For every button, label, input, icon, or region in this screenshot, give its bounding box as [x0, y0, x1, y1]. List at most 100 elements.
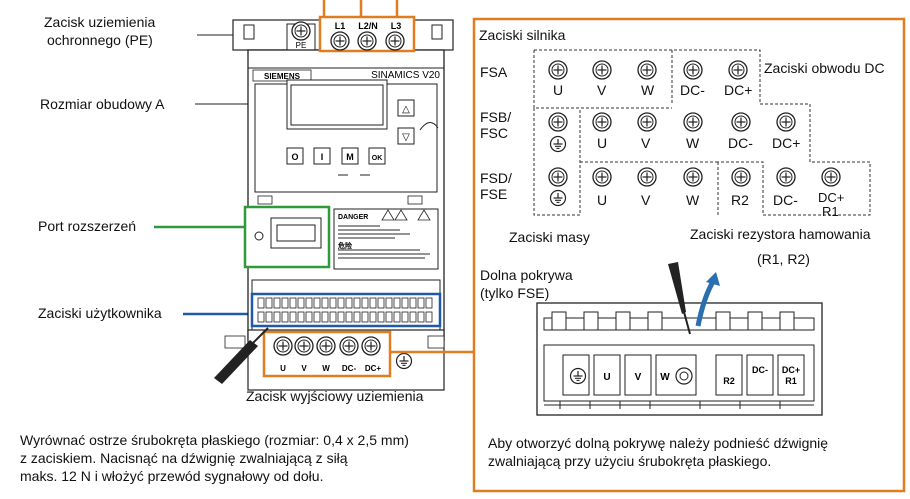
user-terminal-pin — [265, 311, 273, 323]
user-terminal-pin — [313, 297, 321, 309]
bottom-cover-drawing: U V W R2 DC- DC+ R1 — [536, 262, 823, 416]
user-terminal-pin — [321, 311, 329, 323]
user-terminal-pin — [377, 297, 385, 309]
instruction-left-line3: maks. 12 N i włożyć przewód sygnałowy od… — [20, 468, 324, 484]
user-terminal-pin — [329, 311, 337, 323]
fsd-term-dcp: DC+ — [818, 190, 845, 205]
fsb-term-dcp: DC+ — [772, 135, 801, 151]
user-terminal-pin — [377, 311, 385, 323]
row-label-fsb: FSB/ — [480, 109, 512, 125]
instruction-right-line2: zwalniającą przy użyciu śrubokręta płask… — [488, 453, 772, 469]
fsb-term-v: V — [641, 135, 651, 151]
user-terminal-pin — [313, 311, 321, 323]
cover-term-dcp: DC+ — [782, 365, 800, 375]
user-terminal-pin — [297, 297, 305, 309]
user-terminal-pin — [297, 311, 305, 323]
fsa-term-w: W — [641, 82, 655, 98]
fsa-term-dcp: DC+ — [724, 82, 753, 98]
user-terminal-pin — [401, 311, 409, 323]
motor-terminals-title: Zaciski silnika — [479, 27, 566, 43]
user-terminal-pin — [425, 311, 433, 323]
user-terminals-label: Zaciski użytkownika — [38, 305, 162, 321]
inverter-device: PE SIEMENS SINAMICS V20 △ ▽ O I M OK — [214, 19, 454, 391]
user-terminal-pin — [361, 311, 369, 323]
key-m: M — [346, 152, 354, 162]
cover-term-u: U — [603, 372, 610, 383]
fsb-term-dcm: DC- — [728, 135, 753, 151]
user-terminal-pin — [393, 297, 401, 309]
instruction-right-line1: Aby otworzyć dolną pokrywę należy podnie… — [488, 435, 829, 451]
fsd-term-v: V — [641, 192, 651, 208]
user-terminal-pin — [305, 297, 313, 309]
brand-text: SIEMENS — [264, 72, 301, 81]
mains-l3: L3 — [391, 21, 402, 31]
user-terminal-pin — [257, 311, 265, 323]
user-terminal-strip — [257, 297, 433, 323]
user-terminal-pin — [337, 311, 345, 323]
fsd-term-w: W — [686, 192, 700, 208]
key-i: I — [321, 152, 324, 162]
ground-terminals-label: Zaciski masy — [509, 229, 590, 245]
user-terminal-pin — [281, 297, 289, 309]
pe-mark: PE — [296, 41, 307, 50]
cover-term-dcm: DC- — [752, 365, 768, 375]
cover-term-v: V — [635, 372, 642, 383]
user-terminal-pin — [353, 311, 361, 323]
fsa-term-dcm: DC- — [680, 82, 705, 98]
svg-text:▽: ▽ — [402, 132, 410, 143]
user-terminal-pin — [409, 311, 417, 323]
user-terminal-pin — [281, 311, 289, 323]
bottom-cover-label-line1: Dolna pokrywa — [480, 267, 573, 283]
instruction-left-line2: z zaciskiem. Nacisnąć na dźwignię zwalni… — [20, 450, 348, 466]
screwdriver-right-icon — [668, 262, 686, 314]
pe-label-line2: ochronnego (PE) — [47, 32, 153, 48]
fsd-term-r1: R1 — [822, 204, 839, 219]
row-label-fsc: FSC — [480, 125, 508, 141]
fsa-term-u: U — [553, 82, 564, 98]
brake-resistor-label: Zaciski rezystora hamowania — [690, 226, 871, 242]
bottom-cover-label-line2: (tylko FSE) — [480, 285, 550, 301]
screwdriver-left-icon — [214, 340, 258, 384]
user-terminal-pin — [273, 297, 281, 309]
mains-l1: L1 — [335, 21, 346, 31]
user-terminal-pin — [361, 297, 369, 309]
row-label-fse: FSE — [480, 186, 508, 202]
output-ground-label: Zacisk wyjściowy uziemienia — [246, 388, 424, 404]
mains-l2n: L2/N — [358, 21, 378, 31]
user-terminal-pin — [353, 297, 361, 309]
fsd-term-u: U — [597, 192, 608, 208]
fsb-term-w: W — [686, 135, 700, 151]
key-ok: OK — [372, 155, 383, 162]
out-term-dcm: DC- — [342, 364, 357, 373]
user-terminal-pin — [289, 297, 297, 309]
expansion-port-label: Port rozszerzeń — [38, 218, 137, 234]
out-term-w: W — [322, 364, 330, 373]
user-terminal-pin — [329, 297, 337, 309]
fsb-term-u: U — [597, 135, 608, 151]
user-terminal-pin — [385, 297, 393, 309]
user-terminal-pin — [409, 297, 417, 309]
user-terminal-pin — [417, 297, 425, 309]
user-terminal-pin — [393, 311, 401, 323]
pe-label-line1: Zacisk uziemienia — [44, 14, 156, 30]
cover-term-r2: R2 — [723, 376, 735, 386]
user-terminal-pin — [369, 297, 377, 309]
cover-term-w: W — [660, 372, 670, 383]
danger-sub: 危险 — [337, 241, 353, 250]
out-term-dcp: DC+ — [365, 364, 382, 373]
row-label-fsd: FSD/ — [480, 170, 512, 186]
user-terminal-pin — [321, 297, 329, 309]
user-terminal-pin — [385, 311, 393, 323]
row-label-fsa: FSA — [480, 64, 508, 80]
svg-text:△: △ — [402, 104, 410, 115]
user-terminal-pin — [369, 311, 377, 323]
user-terminal-pin — [345, 311, 353, 323]
fsa-term-v: V — [597, 82, 607, 98]
dashed-motor-group — [534, 49, 761, 104]
user-terminal-pin — [265, 297, 273, 309]
instruction-left-line1: Wyrównać ostrze śrubokręta płaskiego (ro… — [20, 432, 409, 448]
key-o: O — [291, 152, 298, 162]
user-terminal-pin — [417, 311, 425, 323]
user-terminal-pin — [345, 297, 353, 309]
